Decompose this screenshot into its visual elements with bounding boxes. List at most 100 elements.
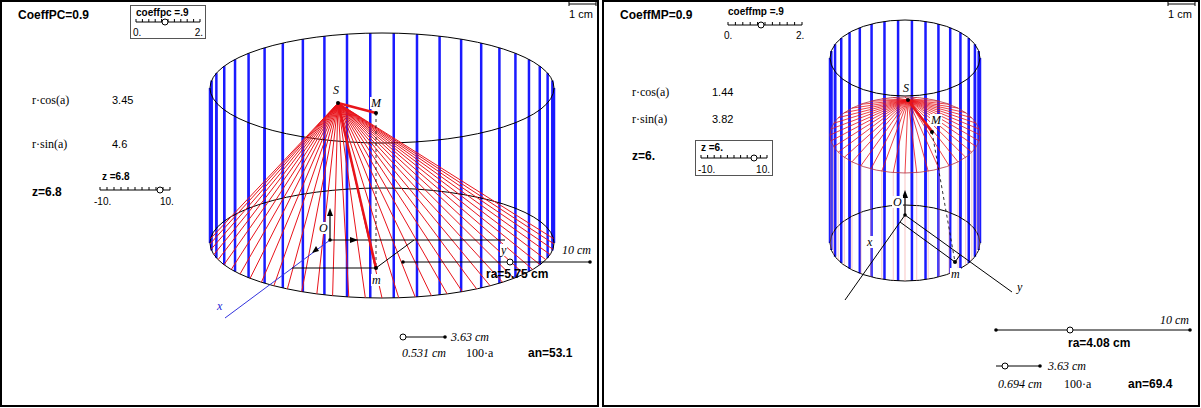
cylinder-generators [830, 20, 980, 281]
generator-line [908, 100, 972, 152]
generator-line [338, 103, 550, 255]
generator-line [833, 147, 834, 255]
generator-line [338, 103, 477, 289]
generator-line [979, 141, 980, 249]
slider-box: coeffpc =.9 0. 2. [130, 5, 206, 39]
generator-line [240, 103, 338, 274]
point [328, 238, 332, 242]
cylinder-generators [210, 33, 554, 298]
generator-line [514, 53, 517, 208]
generator-line [860, 166, 861, 274]
y-axis [905, 215, 1012, 292]
point [401, 260, 405, 264]
point [443, 335, 447, 339]
value-readout: 3.45 [112, 94, 133, 107]
value-readout: an=69.4 [1128, 378, 1172, 391]
generator-line [893, 97, 908, 100]
x-axis [845, 215, 905, 300]
generator-line [247, 53, 250, 208]
value-readout: CoeffPC=0.9 [18, 9, 89, 22]
point [903, 213, 907, 217]
expression-label: r·cos(a) [32, 94, 69, 107]
cone-traces [831, 141, 979, 281]
arrow-head [902, 190, 908, 198]
generator-line [215, 73, 218, 228]
value-readout: ra=5.75 cm [486, 268, 548, 281]
generator-line [528, 59, 531, 214]
point [930, 130, 934, 134]
generator-line [848, 32, 851, 217]
point-label: m [371, 274, 382, 286]
value-readout: ra=4.08 cm [1068, 337, 1130, 350]
expression-label: r·sin(a) [32, 138, 67, 151]
generator-line [338, 103, 447, 294]
generator-line [838, 100, 908, 118]
generator-line [338, 103, 503, 282]
value-readout: z=6.8 [32, 186, 62, 199]
generator-line [844, 157, 845, 265]
slider-bound: -10. [698, 164, 715, 175]
point [1038, 364, 1042, 368]
generator-line [976, 147, 977, 255]
generator-line [928, 171, 929, 279]
generator-line [338, 103, 462, 292]
slider-bound: 10. [756, 164, 770, 175]
generator-line [971, 152, 972, 260]
axis-label: y [500, 244, 507, 256]
panel-border [1, 1, 598, 406]
generator-line [831, 100, 908, 129]
generator-line [834, 100, 908, 123]
expression-label: r·sin(a) [632, 113, 667, 126]
z-axis [904, 196, 905, 215]
generator-line [870, 169, 871, 277]
length-label: 3.63 cm [1048, 360, 1086, 373]
cone-generators [210, 103, 554, 298]
generator-line [965, 157, 966, 265]
generator-line [882, 100, 908, 171]
point [588, 260, 592, 264]
slider-bound: 0. [133, 27, 141, 38]
generator-line [838, 100, 908, 152]
slider-knob [1067, 327, 1073, 333]
point [374, 111, 378, 115]
length-label: 0.694 cm [998, 378, 1042, 391]
generator-line [881, 171, 882, 279]
slider-label: coeffpc =.9 [136, 7, 189, 18]
generator-line [546, 73, 549, 228]
slider-label: z =6.8 [102, 171, 130, 182]
slider-bound: 2. [796, 30, 804, 41]
generator-line [916, 173, 917, 281]
generator-line [234, 59, 237, 214]
generator-line [905, 173, 906, 281]
point-label: S [902, 82, 910, 94]
generator-line [338, 103, 490, 286]
generator-line [338, 103, 533, 269]
slider-bound: -10. [94, 196, 111, 207]
generator-line [831, 100, 908, 141]
generator-line [539, 66, 542, 221]
arrow-head [327, 208, 333, 216]
cone-generator-bold [908, 100, 932, 132]
generator-line [214, 103, 338, 255]
point-label: M [370, 97, 382, 109]
generator-line [908, 100, 928, 171]
value-readout: 3.82 [712, 113, 733, 126]
generator-line [231, 103, 338, 269]
point [994, 328, 998, 332]
expression-label: r·cos(a) [632, 86, 669, 99]
value-readout: 4.6 [112, 138, 127, 151]
cone-generators [830, 97, 980, 173]
generator-line [338, 103, 524, 274]
slider-box: z =6. -10. 10. [695, 140, 773, 176]
slider-bound: 2. [195, 27, 203, 38]
slider-knob [157, 187, 163, 193]
generator-line [908, 100, 939, 169]
slider-label: z =6. [701, 142, 723, 153]
arrow-head [350, 237, 358, 243]
slider-label: coeffmp =.9 [728, 6, 784, 17]
generator-line [210, 81, 213, 236]
generator-line [223, 66, 226, 221]
axis-label: y [1016, 281, 1023, 293]
value-readout: CoeffMP=0.9 [620, 9, 692, 22]
